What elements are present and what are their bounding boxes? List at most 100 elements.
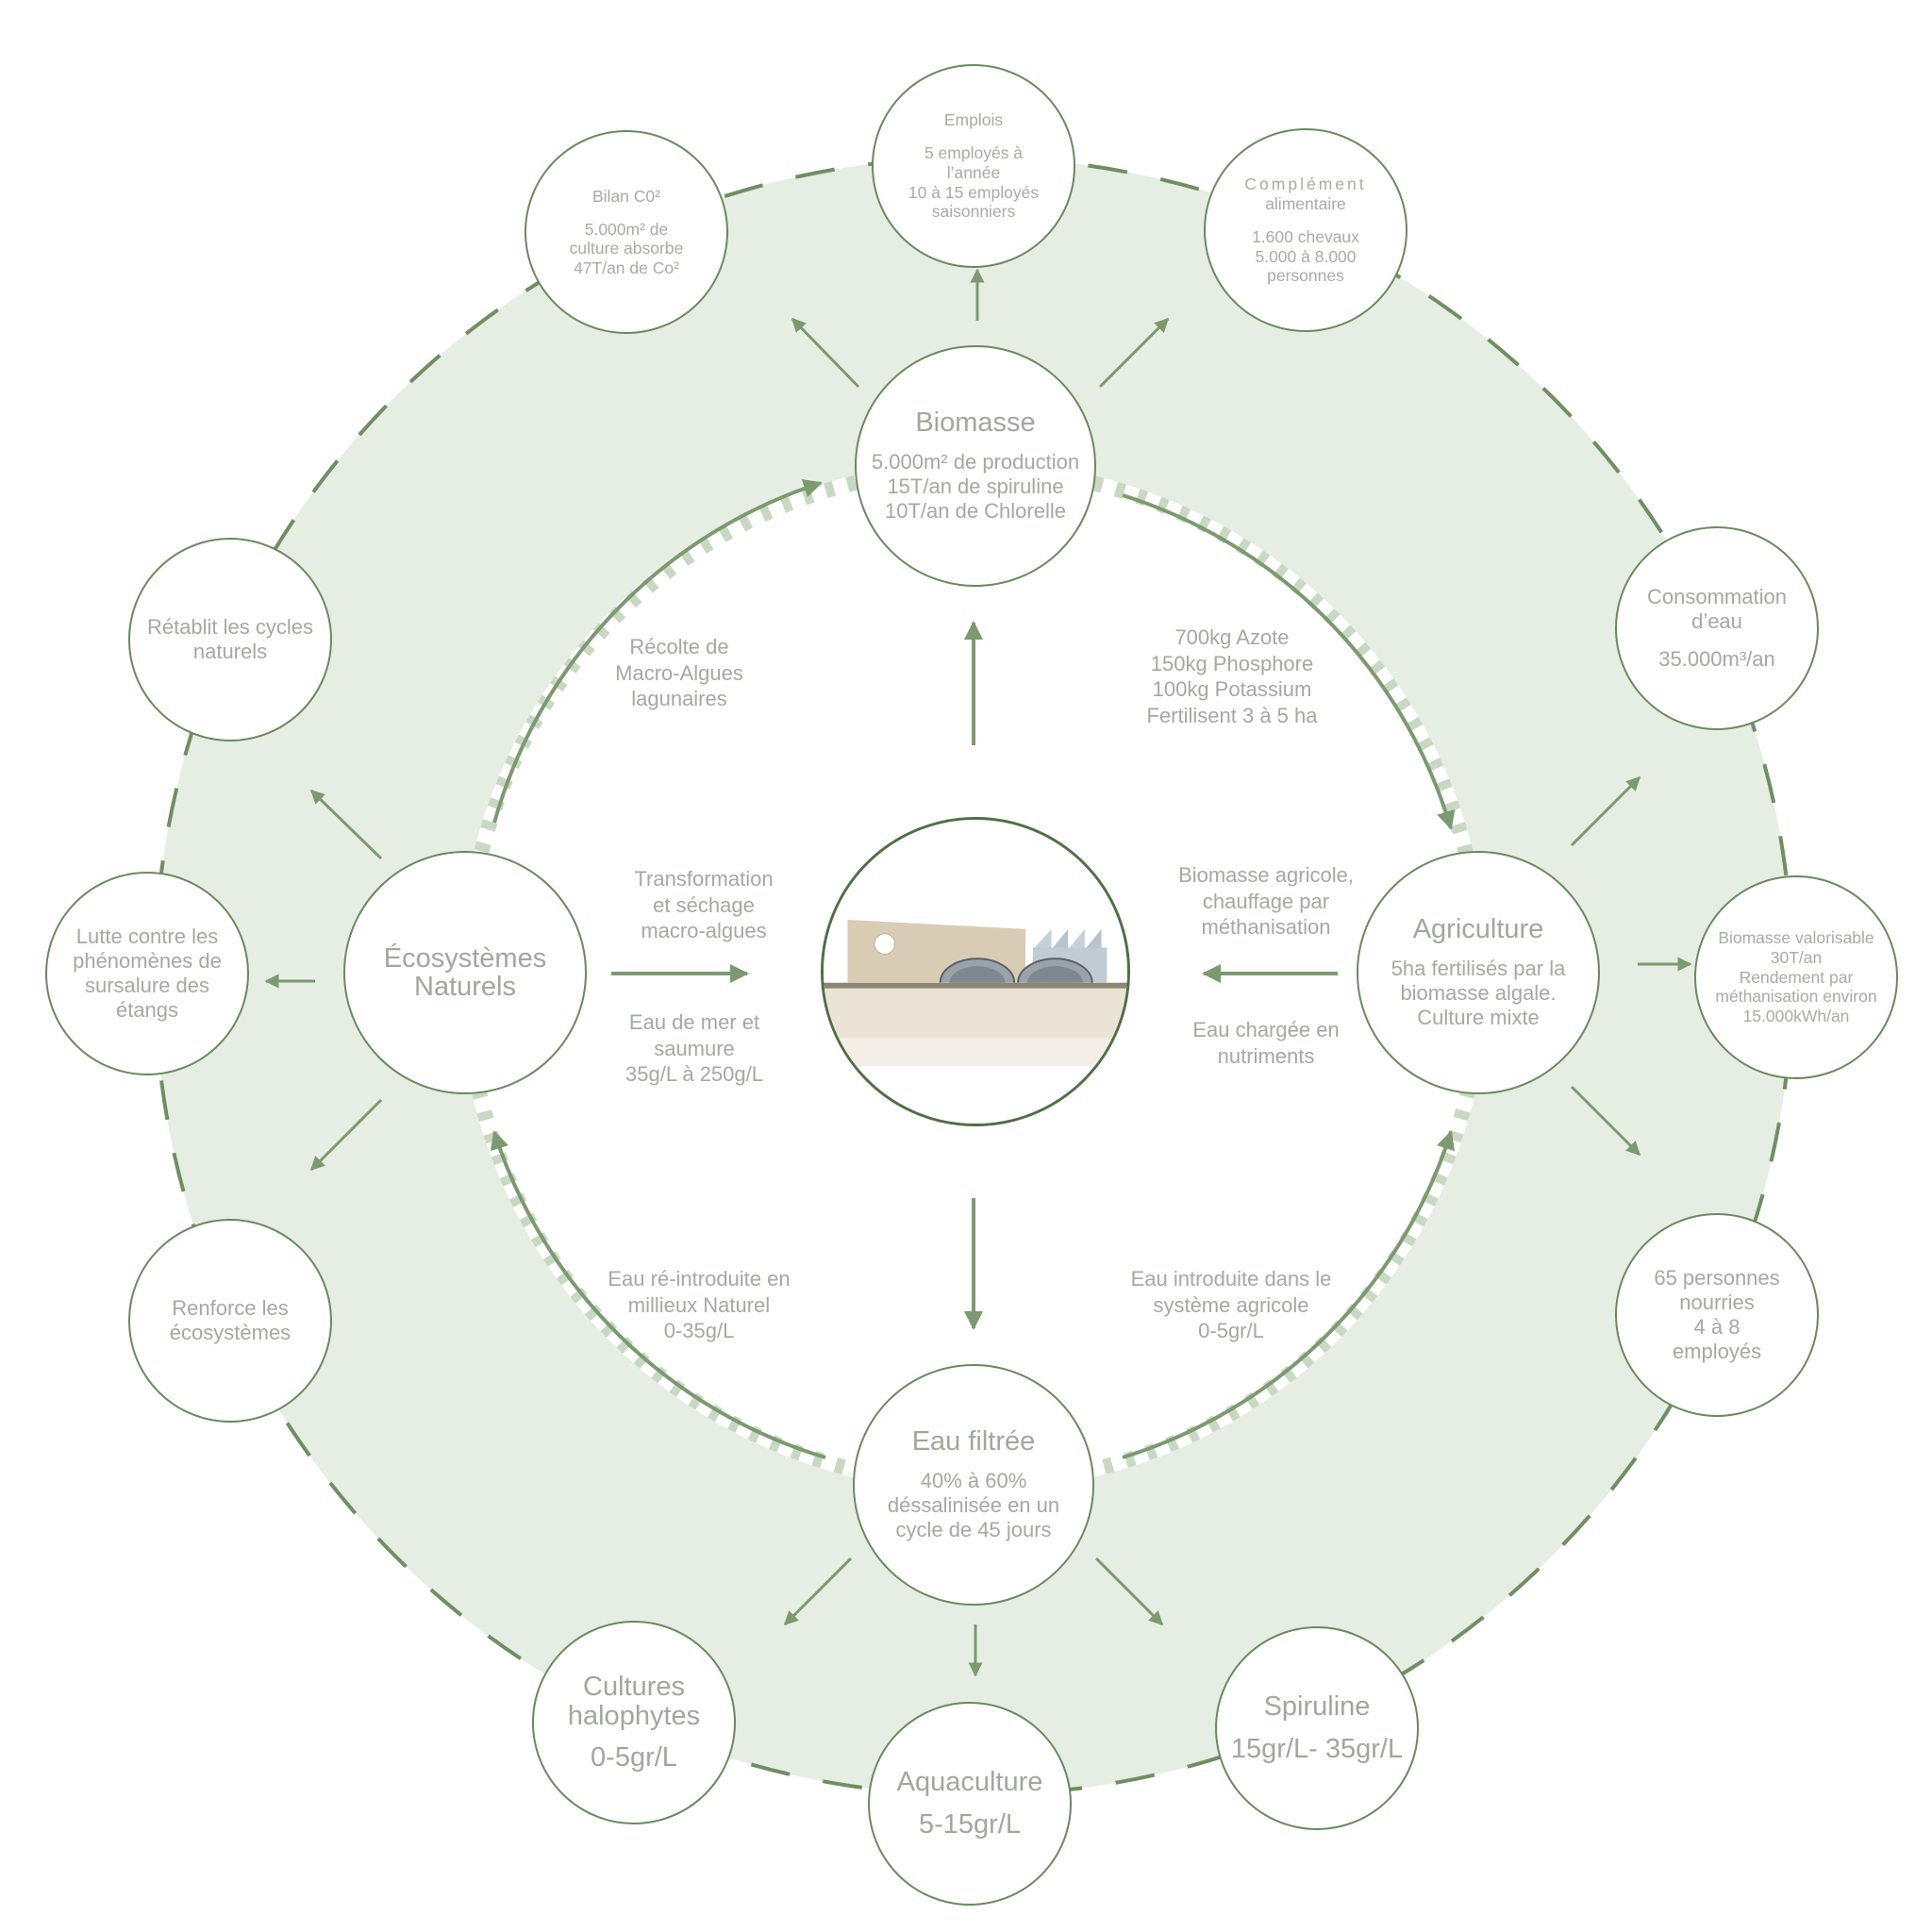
label-line: Eau introduite dans le — [1130, 1267, 1332, 1291]
label-biomasse-agricole: Biomasse agricole, chauffage par méthani… — [1153, 862, 1379, 941]
label-eau-de-mer-saumure: Eau de mer et saumure 35g/L à 250g/L — [591, 1009, 798, 1088]
node-line: Emplois — [943, 110, 1004, 130]
node-line: 4 à 8 — [1693, 1315, 1740, 1339]
lutte-sursalure-node: Lutte contre les phénomènes de sursalure… — [45, 872, 249, 1075]
arc-eau-to-ecosystemes — [490, 1130, 826, 1459]
label-line: et séchage — [653, 892, 755, 917]
node-line: 15.000kWh/an — [1742, 1006, 1850, 1025]
node-line: 5.000 à 8.000 — [1255, 246, 1357, 266]
aquaculture-title: Aquaculture — [896, 1767, 1043, 1798]
label-eau-introduite-agricole: Eau introduite dans le système agricole … — [1104, 1266, 1358, 1344]
node-line: Bilan C0² — [592, 186, 660, 206]
halophytes-value: 0-5gr/L — [591, 1742, 677, 1774]
agriculture-line: Culture mixte — [1417, 1006, 1540, 1030]
node-line: Rendement par — [1739, 967, 1854, 987]
consommation-eau-node: Consommation d’eau 35.000m³/an — [1615, 526, 1819, 730]
spiruline-value: 15gr/L- 35gr/L — [1230, 1734, 1404, 1765]
label-eau-reintroduite: Eau ré-introduite en millieux Naturel 0-… — [581, 1266, 817, 1344]
renforce-ecosystemes-node: Renforce les écosystèmes — [128, 1219, 332, 1423]
eau-filtree-title: Eau filtrée — [911, 1425, 1036, 1457]
node-line: étangs — [115, 997, 179, 1022]
label-eau-chargee-nutriments: Eau chargée en nutriments — [1153, 1017, 1379, 1069]
complement-alimentaire-node: Complément alimentaire 1.600 chevaux 5.0… — [1204, 128, 1407, 332]
eau-filtree-line: 40% à 60% — [920, 1469, 1027, 1493]
node-line: écosystèmes — [169, 1321, 291, 1344]
node-line: l’année — [946, 162, 1001, 182]
ecosystemes-title: Naturels — [414, 972, 516, 1002]
biomasse-line: 5.000m² de production — [871, 450, 1080, 475]
label-line: lagunaires — [631, 687, 727, 710]
node-line: Biomasse valorisable — [1718, 928, 1874, 948]
node-line: phénomènes de — [73, 949, 222, 974]
label-line: 100kg Potassium — [1152, 677, 1312, 701]
cultures-halophytes-node: Cultures halophytes 0-5gr/L — [532, 1621, 736, 1824]
node-line: naturels — [192, 640, 268, 663]
label-line: méthanisation — [1201, 915, 1331, 939]
node-line: méthanisation environ — [1715, 987, 1877, 1007]
aquaculture-node: Aquaculture 5-15gr/L — [868, 1702, 1072, 1906]
label-line: saumure — [654, 1036, 735, 1060]
label-line: Eau de mer et — [628, 1010, 760, 1034]
node-line: Rétablit les cycles — [146, 615, 314, 640]
label-line: millieux Naturel — [627, 1292, 771, 1317]
label-transformation-sechage: Transformation et séchage macro-algues — [600, 866, 808, 944]
node-line: Complément — [1244, 175, 1367, 194]
node-line: culture absorbe — [569, 239, 684, 258]
label-nutriments-fertilisent: 700kg Azote 150kg Phosphore 100kg Potass… — [1119, 625, 1345, 728]
arrow-biomasse-to-bilan — [791, 317, 860, 389]
agriculture-title: Agriculture — [1412, 913, 1544, 944]
label-line: Biomasse agricole, — [1178, 863, 1354, 887]
arrow-biomasse-to-complement — [1098, 317, 1170, 389]
ecosystemes-title: Écosystèmes — [383, 942, 547, 974]
arc-biomasse-to-agriculture — [1122, 493, 1456, 830]
bilan-co2-node: Bilan C0² 5.000m² de culture absorbe 47T… — [525, 130, 728, 334]
node-line: employés — [1672, 1339, 1762, 1363]
halophytes-title: Cultures — [583, 1672, 685, 1703]
arc-eau-to-agriculture — [1122, 1130, 1456, 1459]
node-line: 47T/an de Co² — [574, 258, 679, 277]
node-line: 65 personnes — [1654, 1266, 1780, 1291]
node-line: 35.000m³/an — [1658, 647, 1775, 672]
biomasse-line: 15T/an de spiruline — [887, 475, 1064, 499]
arrow-ecosystemes-to-retablit — [309, 789, 383, 860]
label-line: système agricole — [1153, 1292, 1309, 1317]
label-line: 0-5gr/L — [1198, 1319, 1264, 1342]
center-building-illustration — [821, 817, 1130, 1126]
label-line: Transformation — [634, 867, 774, 891]
node-line: sursalure des — [84, 974, 210, 997]
eau-filtree-line: cycle de 45 jours — [895, 1518, 1052, 1542]
node-line: Lutte contre les — [75, 924, 219, 949]
eau-filtree-line: déssalinisée en un — [887, 1493, 1060, 1518]
biomasse-line: 10T/an de Chlorelle — [884, 499, 1066, 524]
personnes-nourries-node: 65 personnes nourries 4 à 8 employés — [1615, 1213, 1819, 1417]
label-line: Eau chargée en — [1192, 1018, 1340, 1041]
agriculture-line: 5ha fertilisés par la — [1391, 957, 1566, 981]
biomasse-title: Biomasse — [915, 407, 1036, 438]
label-line: Fertilisent 3 à 5 ha — [1146, 703, 1318, 727]
label-line: nutriments — [1217, 1043, 1315, 1068]
label-line: macro-algues — [641, 919, 767, 942]
node-line: Renforce les — [172, 1296, 289, 1321]
arrow-ecosystemes-to-renforce — [309, 1098, 383, 1172]
arrow-agriculture-to-personnes — [1570, 1085, 1641, 1157]
arrow-agriculture-to-consommation — [1570, 775, 1641, 847]
spiruline-title: Spiruline — [1263, 1691, 1371, 1723]
node-line: Consommation — [1647, 584, 1787, 608]
label-line: Macro-Algues — [615, 660, 743, 685]
ecosystemes-node: Écosystèmes Naturels — [343, 851, 587, 1094]
building-cross-section-icon — [824, 820, 1127, 1124]
node-line: 5 employés à — [924, 143, 1024, 163]
node-line: 30T/an — [1770, 948, 1823, 968]
biomasse-node: Biomasse 5.000m² de production 15T/an de… — [855, 345, 1096, 587]
node-line: 1.600 chevaux — [1252, 226, 1359, 246]
eau-filtree-node: Eau filtrée 40% à 60% déssalinisée en un… — [853, 1364, 1094, 1606]
label-recolte-macro-algues: Récolte de Macro-Algues lagunaires — [575, 634, 783, 712]
agriculture-node: Agriculture 5ha fertilisés par la biomas… — [1357, 851, 1600, 1094]
node-line: alimentaire — [1265, 193, 1346, 213]
node-line: 5.000m² de — [584, 219, 669, 239]
label-line: Récolte de — [629, 635, 729, 658]
label-line: 700kg Azote — [1174, 625, 1290, 649]
biomasse-valorisable-node: Biomasse valorisable 30T/an Rendement pa… — [1694, 875, 1898, 1079]
label-line: 35g/L à 250g/L — [625, 1062, 763, 1086]
label-line: chauffage par — [1202, 889, 1330, 913]
